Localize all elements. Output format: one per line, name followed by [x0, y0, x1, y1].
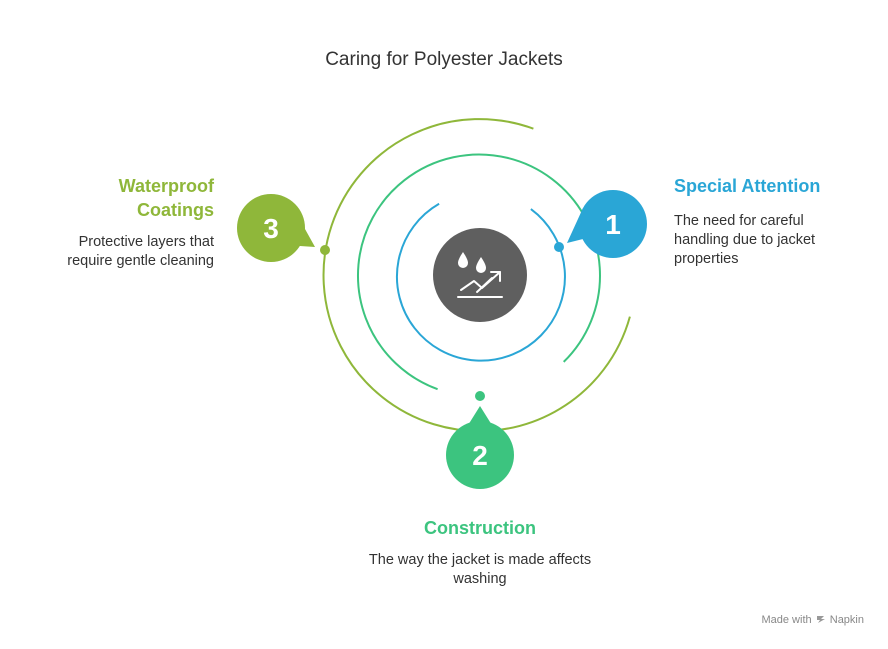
middle-ring — [357, 153, 601, 391]
item-heading-special-attention: Special Attention — [674, 176, 821, 196]
inner-ring — [395, 202, 566, 362]
ring-dot-1 — [554, 242, 564, 252]
made-with-footer: Made with Napkin — [761, 614, 864, 626]
item-description-waterproof-coatings: Protective layers that require gentle cl… — [67, 234, 214, 269]
ring-dot-2 — [475, 391, 485, 401]
diagram-title: Caring for Polyester Jackets — [325, 49, 563, 70]
footer-brand: Napkin — [829, 614, 864, 626]
badge-2: 2 — [446, 406, 514, 489]
item-heading-waterproof-coatings: Waterproof Coatings — [118, 176, 214, 220]
badge-number-1: 1 — [605, 209, 621, 240]
water-drops-trend-up-icon — [457, 252, 503, 298]
footer-prefix: Made with — [761, 614, 812, 626]
badge-3: 3 — [237, 194, 315, 262]
outer-ring — [322, 118, 631, 433]
badge-1: 1 — [567, 190, 647, 258]
napkin-logo-icon — [816, 616, 825, 623]
badge-number-2: 2 — [472, 440, 488, 471]
item-description-special-attention: The need for careful handling due to jac… — [674, 213, 816, 267]
item-heading-construction: Construction — [424, 518, 536, 538]
badge-number-3: 3 — [263, 213, 279, 244]
item-description-construction: The way the jacket is made affects washi… — [368, 552, 592, 587]
center-circle — [433, 228, 527, 322]
ring-dot-3 — [320, 245, 330, 255]
